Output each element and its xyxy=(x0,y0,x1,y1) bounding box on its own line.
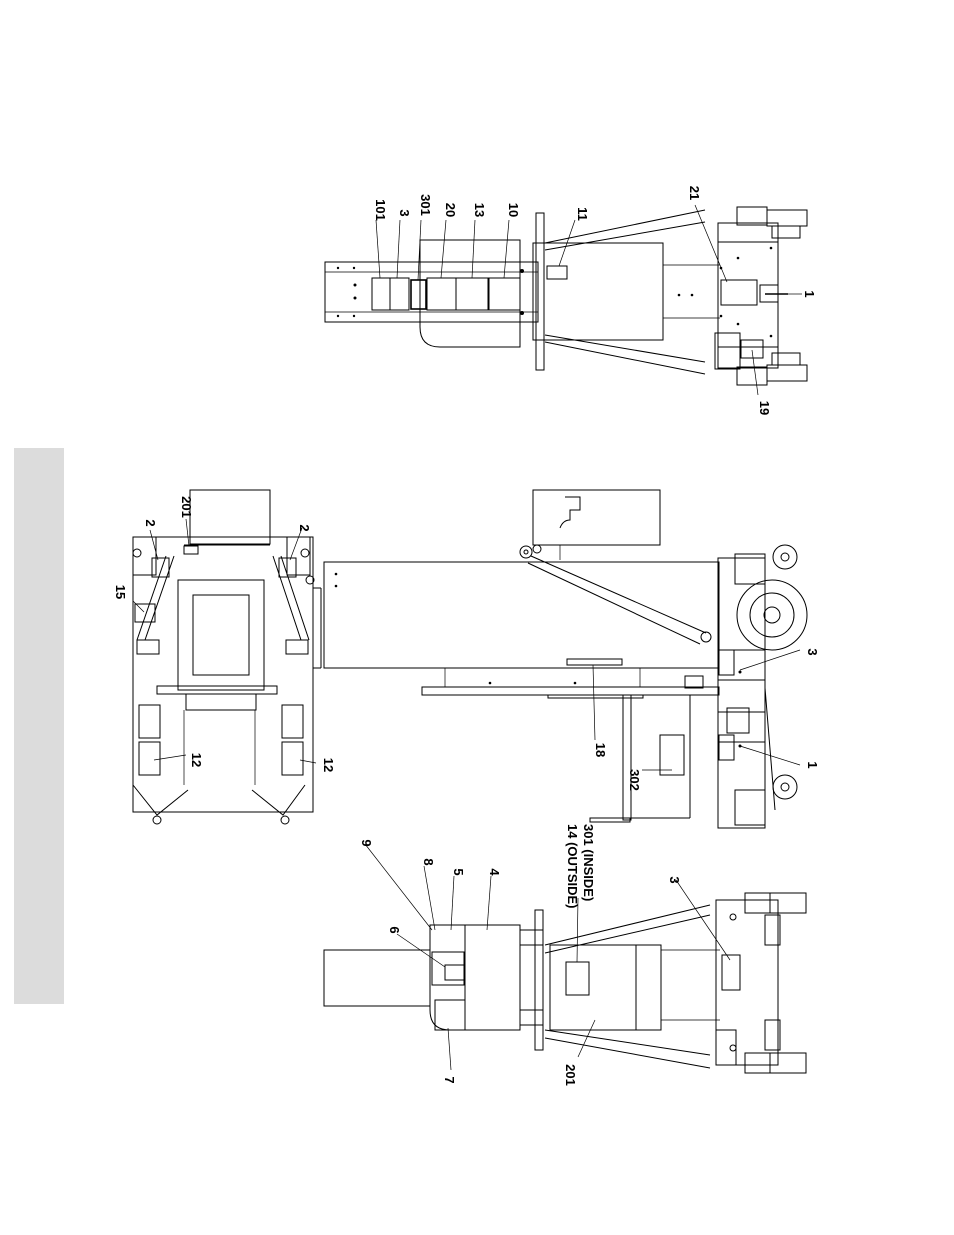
callout-301-inside: 301 (INSIDE) xyxy=(581,824,596,901)
callout-3: 3 xyxy=(667,876,682,883)
callout-5: 5 xyxy=(451,868,466,875)
callout-19: 19 xyxy=(757,401,772,415)
callout-201: 201 xyxy=(179,496,194,518)
callout-101: 101 xyxy=(373,199,388,221)
lift-view-side xyxy=(324,490,807,828)
callout-10: 10 xyxy=(506,203,521,217)
callout-1: 1 xyxy=(802,290,817,297)
lift-view-front-upper xyxy=(325,205,807,395)
callout-3: 3 xyxy=(805,648,820,655)
callout-6: 6 xyxy=(387,926,402,933)
callout-18: 18 xyxy=(593,743,608,757)
callout-8: 8 xyxy=(421,858,436,865)
callout-11: 11 xyxy=(575,207,590,221)
callout-301: 301 xyxy=(418,194,433,216)
callout-3: 3 xyxy=(397,209,412,216)
callout-2: 2 xyxy=(143,519,158,526)
callout-13: 13 xyxy=(472,203,487,217)
callout-labels: 101 3 301 20 13 10 11 21 1 19 15 201 2 2… xyxy=(113,186,820,1086)
callout-4: 4 xyxy=(487,868,502,876)
callout-302: 302 xyxy=(627,769,642,791)
callout-21: 21 xyxy=(687,186,702,200)
lift-view-rear xyxy=(324,844,806,1073)
callout-201: 201 xyxy=(563,1064,578,1086)
callout-9: 9 xyxy=(359,839,374,846)
callout-15: 15 xyxy=(113,585,128,599)
callout-2: 2 xyxy=(297,524,312,531)
callout-14-outside: 14 (OUTSIDE) xyxy=(565,824,580,909)
callout-20: 20 xyxy=(443,203,458,217)
callout-7: 7 xyxy=(442,1076,457,1083)
callout-12: 12 xyxy=(321,758,336,772)
callout-12: 12 xyxy=(189,753,204,767)
lift-view-top xyxy=(133,490,321,824)
callout-1: 1 xyxy=(805,761,820,768)
